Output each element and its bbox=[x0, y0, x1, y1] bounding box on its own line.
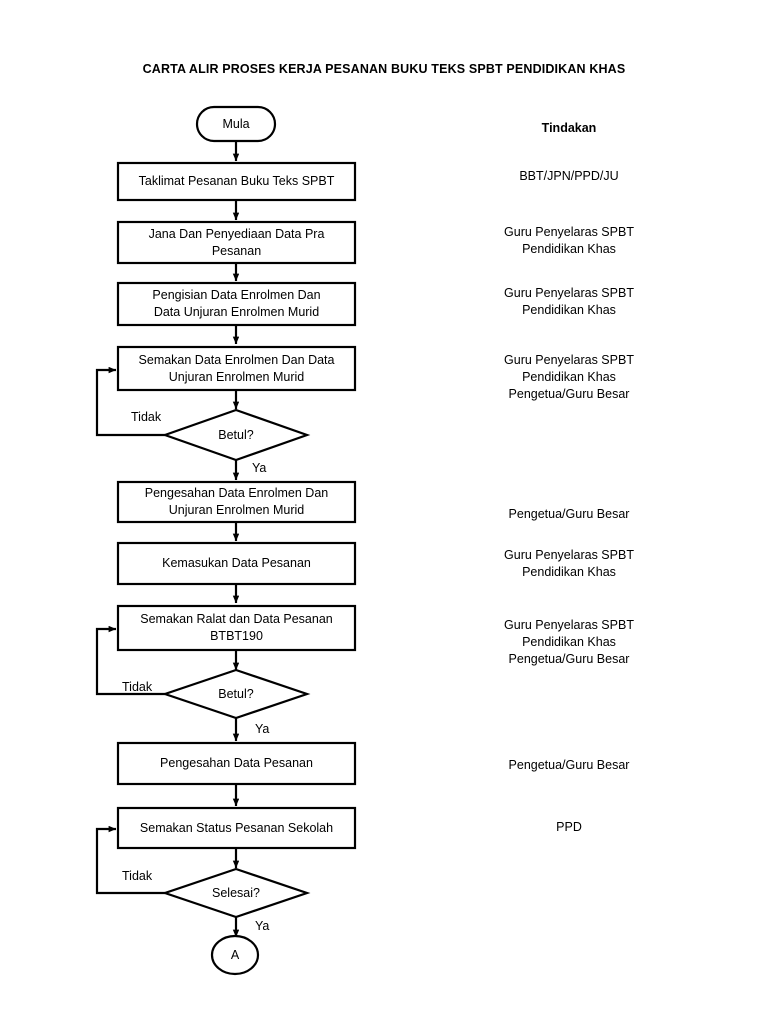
edge-label-d1-ya: Ya bbox=[252, 461, 267, 475]
node-p3-shape bbox=[116, 281, 357, 327]
action-text-p3: Guru Penyelaras SPBT Pendidikan Khas bbox=[504, 286, 634, 317]
edge-d3-no-loopback bbox=[95, 825, 165, 895]
node-connector-shape bbox=[210, 934, 260, 976]
node-p2-shape bbox=[116, 220, 357, 265]
node-d2-label: Betul? bbox=[218, 686, 254, 701]
page-title: CARTA ALIR PROSES KERJA PESANAN BUKU TEK… bbox=[142, 62, 626, 76]
edge-label-d3-ya: Ya bbox=[255, 919, 270, 933]
node-p1-shape bbox=[116, 161, 357, 202]
node-p9-shape bbox=[116, 806, 357, 850]
action-text-p2: Guru Penyelaras SPBT Pendidikan Khas bbox=[504, 225, 634, 256]
edge-label-d2-ya: Ya bbox=[255, 722, 270, 736]
action-text-p9: PPD bbox=[556, 820, 582, 834]
node-p8-label: Pengesahan Data Pesanan bbox=[160, 756, 313, 770]
node-p4-label: Semakan Data Enrolmen Dan Data Unjuran E… bbox=[138, 352, 335, 384]
node-d3-shape bbox=[161, 867, 311, 919]
edge-label-d2-tidak: Tidak bbox=[122, 680, 153, 694]
node-d1-label: Betul? bbox=[218, 427, 254, 442]
node-p9-label: Semakan Status Pesanan Sekolah bbox=[139, 820, 334, 835]
action-text-p6: Guru Penyelaras SPBT Pendidikan Khas bbox=[504, 548, 634, 579]
node-p6-label: Kemasukan Data Pesanan bbox=[162, 556, 311, 570]
edge-label-d3-tidak: Tidak bbox=[122, 869, 153, 883]
action-text-p4: Guru Penyelaras SPBT Pendidikan Khas Pen… bbox=[504, 353, 634, 401]
action-text-p1: BBT/JPN/PPD/JU bbox=[519, 169, 619, 183]
action-text-p8: Pengetua/Guru Besar bbox=[508, 758, 630, 772]
edge-d2-no-loopback bbox=[95, 625, 165, 696]
node-p5-label: Pengesahan Data Enrolmen Dan Unjuran Enr… bbox=[144, 486, 329, 517]
node-connector-label: A bbox=[230, 947, 240, 962]
node-p6-shape bbox=[116, 541, 357, 586]
node-d3-label: Selesai? bbox=[212, 885, 260, 900]
node-p5-shape bbox=[116, 480, 357, 524]
node-start-label: Mula bbox=[222, 116, 250, 131]
action-text-p7: Guru Penyelaras SPBT Pendidikan Khas Pen… bbox=[504, 618, 634, 666]
node-p7-label: Semakan Ralat dan Data Pesanan BTBT190 bbox=[140, 612, 333, 643]
node-p7-shape bbox=[116, 604, 357, 652]
node-d1-shape bbox=[161, 408, 311, 462]
node-d2-shape bbox=[161, 668, 311, 720]
node-p4-shape bbox=[116, 345, 357, 392]
node-p1-label: Taklimat Pesanan Buku Teks SPBT bbox=[138, 174, 335, 188]
node-p8-shape bbox=[116, 741, 357, 786]
action-column-header: Tindakan bbox=[541, 121, 597, 135]
node-p2-label: Jana Dan Penyediaan Data Pra Pesanan bbox=[148, 226, 325, 258]
node-start-shape bbox=[195, 105, 277, 143]
action-text-p5: Pengetua/Guru Besar bbox=[508, 507, 630, 521]
edge-d1-no-loopback bbox=[95, 366, 165, 437]
edge-label-d1-tidak: Tidak bbox=[131, 410, 162, 424]
node-p3-label: Pengisian Data Enrolmen Dan Data Unjuran… bbox=[152, 288, 321, 319]
